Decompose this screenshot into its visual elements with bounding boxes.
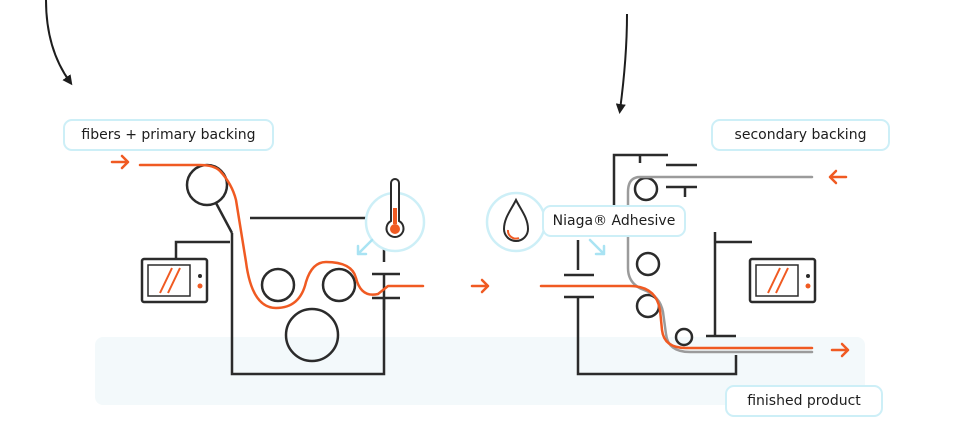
thermometer-icon bbox=[385, 178, 405, 238]
adhesive-direction-arrow bbox=[588, 238, 606, 256]
tension-roller-left bbox=[260, 267, 296, 303]
primary-material-path bbox=[110, 154, 490, 310]
heat-callout bbox=[356, 178, 426, 256]
coated-material-path bbox=[539, 169, 850, 358]
tension-roller-right bbox=[321, 267, 357, 303]
droplet-icon bbox=[502, 197, 530, 242]
main-drum bbox=[284, 307, 340, 363]
adhesive-label: Niaga® Adhesive bbox=[542, 205, 686, 237]
heat-direction-arrow bbox=[356, 238, 374, 256]
input-label-secondary-backing: secondary backing bbox=[711, 119, 890, 151]
incoming-curved-arrow-right bbox=[615, 13, 628, 114]
control-monitor-icon bbox=[140, 257, 209, 304]
tufting-machine bbox=[174, 163, 400, 376]
incoming-curved-arrow-left bbox=[45, 0, 73, 86]
output-label-finished-product: finished product bbox=[725, 385, 883, 417]
input-label-fibers-primary-backing: fibers + primary backing bbox=[63, 119, 274, 151]
control-monitor-icon bbox=[748, 257, 817, 304]
floor-panel bbox=[95, 337, 865, 405]
adhesive-callout bbox=[485, 191, 606, 256]
